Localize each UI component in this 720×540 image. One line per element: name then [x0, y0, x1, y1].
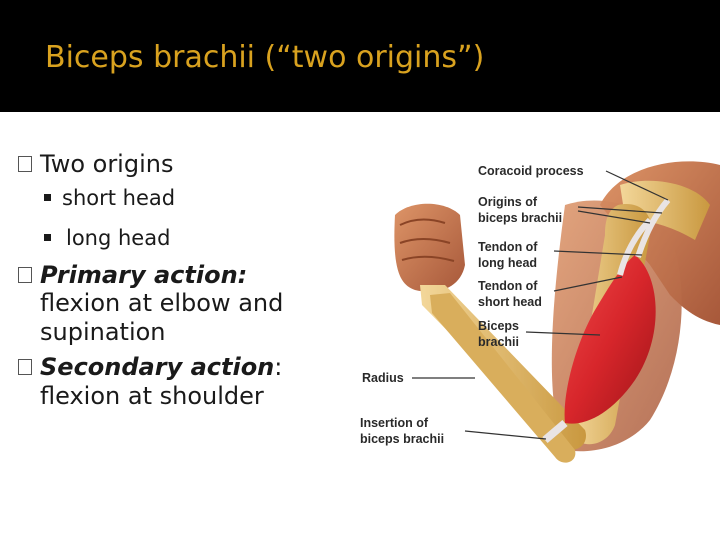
- label-insertion-1: Insertion of: [360, 416, 429, 430]
- label-origins-2: biceps brachii: [478, 211, 562, 225]
- bullet-continuation: flexion at shoulder: [40, 381, 264, 410]
- label-tendon-short-1: Tendon of: [478, 279, 538, 293]
- bullet-secondary-action: Secondary action: flexion at shoulder: [18, 353, 348, 411]
- label-coracoid-process: Coracoid process: [478, 164, 584, 178]
- ulna-bone: [430, 293, 576, 463]
- label-tendon-short-2: short head: [478, 295, 542, 309]
- biceps-tendon-long: [635, 198, 671, 258]
- bullet-box-icon: [18, 358, 32, 375]
- slide-title: Biceps brachii (“two origins”): [45, 40, 485, 75]
- label-tendon-long-1: Tendon of: [478, 240, 538, 254]
- sub-bullet-short-head: short head: [18, 179, 348, 219]
- label-origins-1: Origins of: [478, 195, 538, 209]
- biceps-muscle: [564, 255, 656, 424]
- label-insertion-2: biceps brachii: [360, 432, 444, 446]
- fist-skin: [394, 203, 465, 292]
- sub-bullet-long-head: long head: [18, 219, 348, 259]
- bullet-label-rest: :: [274, 352, 283, 381]
- biceps-insertion-tendon: [542, 419, 568, 444]
- square-bullet-icon: [44, 193, 51, 201]
- sub-bullet-text: short head: [62, 185, 176, 210]
- biceps-anatomy-figure: Coracoid process Origins of biceps brach…: [360, 161, 720, 463]
- bullet-two-origins: Two origins: [18, 150, 348, 179]
- bullet-box-icon: [18, 266, 32, 283]
- label-biceps-1: Biceps: [478, 319, 519, 333]
- leader-lines: [412, 170, 669, 440]
- bullet-primary-action: Primary action: flexion at elbow and sup…: [18, 261, 348, 347]
- bullet-text: Two origins: [40, 150, 174, 178]
- label-biceps-2: brachii: [478, 335, 519, 349]
- fist-knuckles: [399, 218, 455, 262]
- scapula-bone: [620, 180, 710, 240]
- sub-bullet-text: long head: [66, 225, 171, 250]
- title-bar: Biceps brachii (“two origins”): [0, 0, 720, 112]
- label-tendon-long-2: long head: [478, 256, 537, 270]
- bullet-label: Secondary action: [40, 352, 275, 381]
- biceps-tendon-short: [617, 217, 653, 276]
- bullet-label: Primary action:: [40, 260, 248, 289]
- label-radius: Radius: [362, 371, 404, 385]
- square-bullet-icon: [44, 233, 51, 241]
- bullet-list: Two origins short head long head Primary…: [18, 150, 348, 411]
- bullet-continuation: flexion at elbow and supination: [40, 289, 284, 347]
- bullet-box-icon: [18, 156, 32, 172]
